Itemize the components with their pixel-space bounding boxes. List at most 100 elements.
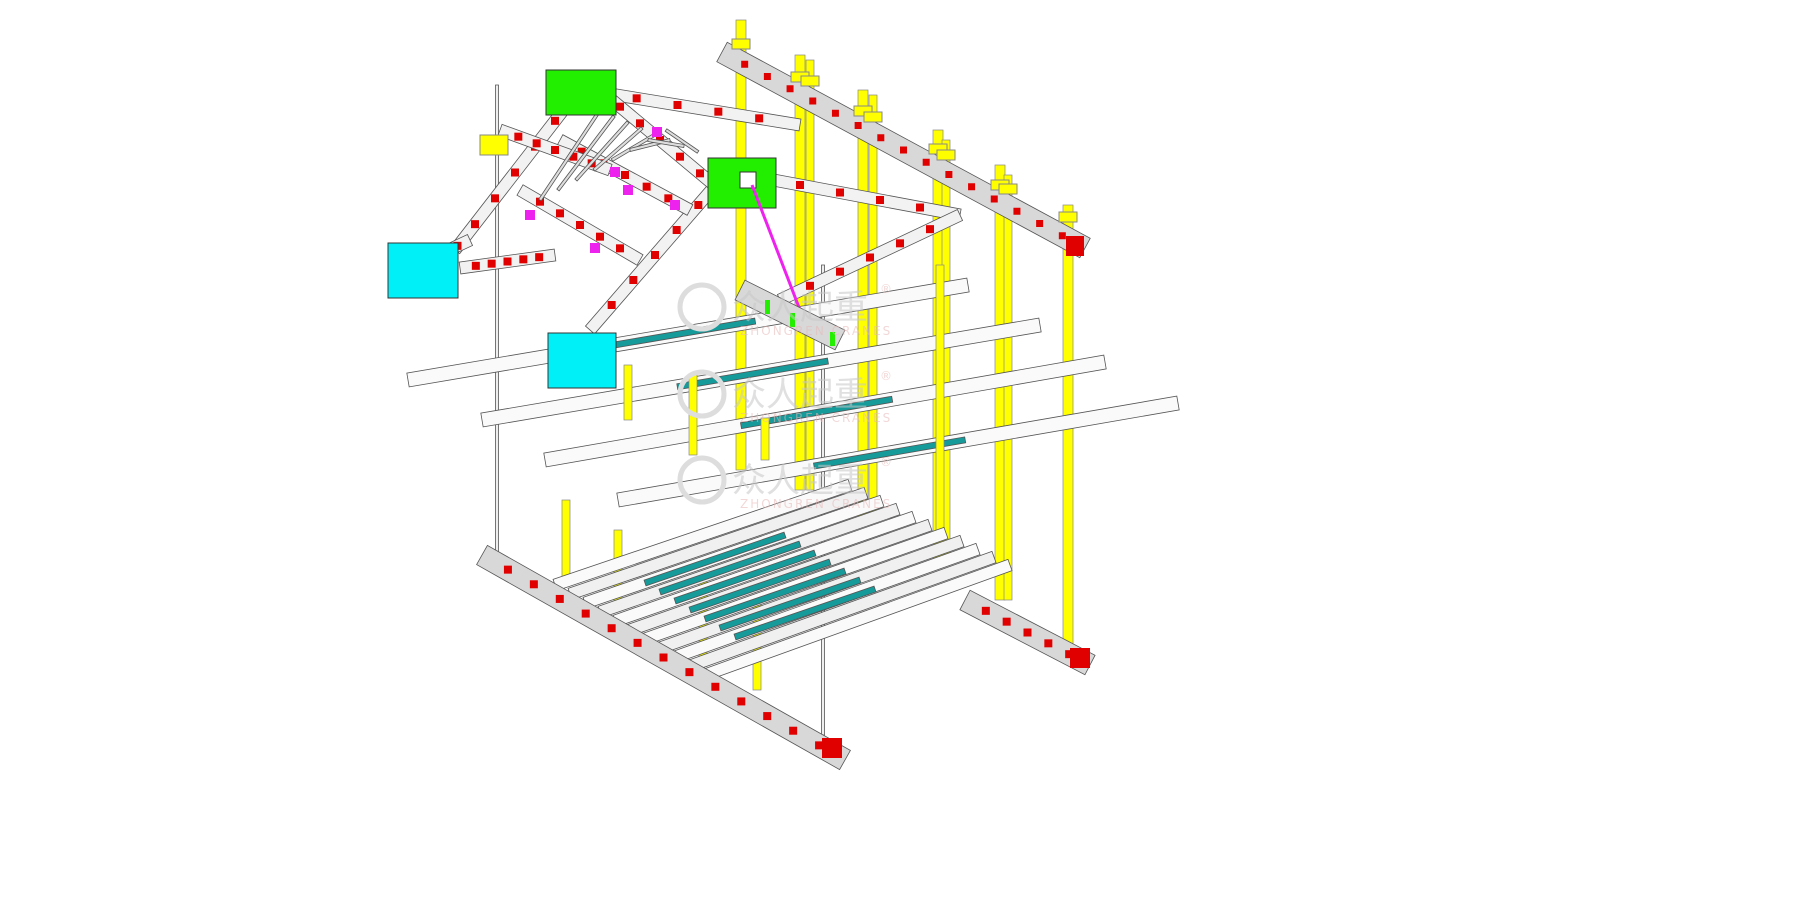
watermark-logo-icon — [677, 455, 727, 505]
red-bolt-mark — [532, 139, 541, 148]
red-bolt-mark — [616, 102, 624, 111]
teal-strip — [688, 558, 832, 614]
yellow-post — [1003, 174, 1013, 601]
watermark-3: 众人起重 ZHONGREN CRANES ® — [677, 455, 892, 511]
watermark-logo-icon — [677, 282, 727, 332]
teal-strip — [813, 436, 967, 470]
red-bolt-mark — [651, 251, 659, 259]
truss-web — [592, 126, 644, 172]
red-bolt-mark — [1023, 628, 1032, 637]
red-bolt-mark — [896, 239, 904, 248]
truss-web — [574, 120, 630, 182]
red-bolt-mark — [737, 697, 746, 706]
red-bolt-mark — [656, 136, 664, 144]
red-bolt-mark — [789, 726, 798, 735]
red-bolt-mark — [1065, 650, 1074, 659]
red-bolt-mark — [471, 261, 480, 270]
red-bolt-mark — [629, 276, 638, 284]
red-bolt-mark — [981, 606, 990, 615]
red-bolt-mark — [916, 203, 924, 212]
watermark-group: 众人起重 ZHONGREN CRANES ® 众人起重 ZHONGREN CRA… — [677, 282, 892, 511]
red-bolt-mark — [685, 668, 694, 677]
red-bolt-mark — [577, 147, 586, 156]
connection-plate — [623, 185, 633, 195]
yellow-post — [805, 59, 815, 491]
red-bolt-mark — [576, 221, 584, 229]
red-bolt-mark — [763, 712, 772, 721]
red-bolt-mark — [968, 183, 976, 191]
red-bolt-mark — [854, 122, 862, 129]
red-bolt-mark — [569, 152, 578, 161]
red-bolt-mark — [694, 201, 703, 209]
red-bolt-mark — [503, 565, 512, 574]
red-bolt-mark — [556, 209, 564, 218]
red-bolt-mark — [836, 267, 844, 276]
front-structure — [476, 478, 1096, 771]
yellow-post — [561, 499, 571, 586]
red-bolt-mark — [786, 85, 794, 93]
hoist-rope — [750, 184, 802, 311]
watermark-text-en: ZHONGREN CRANES — [740, 497, 892, 511]
watermark-registered: ® — [880, 455, 892, 469]
red-bolt-mark — [664, 194, 673, 203]
connection-plate — [525, 210, 535, 220]
green-plate — [830, 332, 835, 346]
red-bolt-mark — [676, 152, 684, 161]
red-bolt-mark — [596, 232, 604, 241]
yellow-post — [760, 417, 770, 461]
red-bolt-mark — [659, 653, 668, 662]
red-bolt-mark — [536, 197, 544, 206]
red-bolt-mark — [714, 107, 723, 116]
teal-strip — [676, 357, 829, 391]
clamp-plate — [853, 105, 873, 117]
watermark-1: 众人起重 ZHONGREN CRANES ® — [677, 282, 892, 338]
red-bolt-mark — [551, 146, 559, 154]
red-bolt-mark — [519, 255, 528, 264]
red-bolt-mark — [945, 171, 953, 178]
red-bolt-mark — [815, 741, 824, 750]
watermark-text-cn: 众人起重 — [732, 461, 868, 501]
red-bolt-mark — [642, 182, 651, 191]
red-bolt-mark — [607, 624, 616, 633]
red-bolt-mark — [1002, 617, 1011, 626]
red-bolt-mark — [632, 94, 641, 103]
red-bolt-mark — [529, 580, 538, 589]
end-stopper — [822, 738, 842, 758]
red-bolt-mark — [809, 97, 817, 105]
teal-strip — [658, 540, 802, 596]
end-carriage-cyan — [547, 332, 617, 389]
trolley-green — [545, 69, 617, 116]
watermark-text-en: ZHONGREN CRANES — [740, 324, 892, 338]
red-bolt-mark — [866, 253, 874, 262]
watermark-text-cn: 众人起重 — [732, 375, 868, 415]
red-bolt-mark — [581, 609, 590, 618]
red-bolt-mark — [1058, 232, 1066, 240]
teal-strip — [703, 567, 847, 623]
red-bolt-mark — [633, 638, 642, 647]
red-bolt-mark — [900, 146, 907, 154]
red-bolt-mark — [672, 226, 681, 234]
teal-strip — [733, 585, 877, 641]
red-bolt-mark — [696, 169, 704, 178]
red-bolt-mark — [876, 196, 884, 204]
red-bolt-mark — [763, 73, 771, 80]
teal-strip — [718, 576, 862, 632]
red-bolt-mark — [796, 181, 804, 189]
end-carriage-cyan — [387, 242, 459, 299]
watermark-registered: ® — [880, 282, 892, 296]
connection-plate — [590, 243, 600, 253]
red-bolt-mark — [741, 60, 749, 68]
red-bolt-mark — [1044, 639, 1053, 648]
red-bolt-mark — [836, 188, 844, 197]
red-bolt-mark — [673, 101, 682, 109]
watermark-logo-icon — [677, 369, 727, 419]
clamp-plate — [1058, 211, 1078, 223]
red-bolt-mark — [514, 132, 523, 141]
red-bolt-mark — [487, 259, 496, 268]
clamp-plate — [800, 75, 820, 87]
green-plate — [790, 313, 795, 327]
yellow-post — [794, 54, 806, 491]
yellow-post — [735, 19, 747, 471]
red-bolt-mark — [636, 119, 644, 128]
